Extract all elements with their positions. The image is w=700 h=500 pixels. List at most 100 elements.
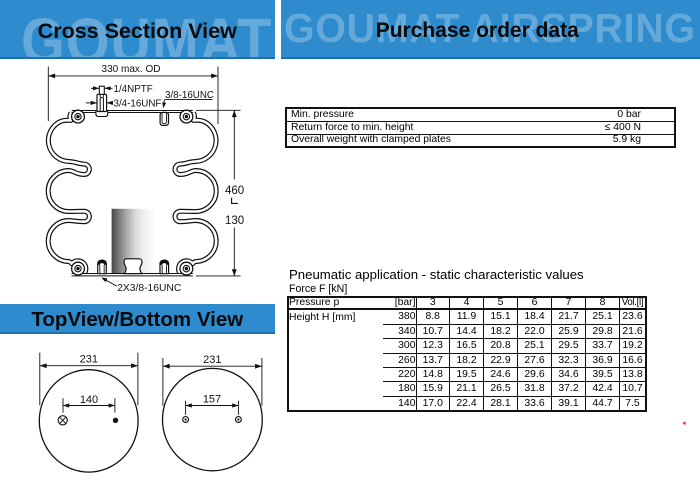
height-row-label-empty <box>288 339 383 353</box>
plate-rolled-edge-dot <box>76 266 80 271</box>
top-blind-nut-inner <box>161 111 168 125</box>
volume-value-cell: 16.6 <box>619 353 646 369</box>
top-view-pitch-label: 140 <box>80 394 98 406</box>
force-value-cell: 29.5 <box>551 338 586 354</box>
plate-rolled-edge-dot <box>184 266 189 271</box>
force-value-cell: 15.9 <box>416 381 450 397</box>
top-stud-leader-line <box>163 99 165 105</box>
plate-rolled-edge-inner <box>74 112 82 121</box>
bottom-view-od-label: 231 <box>203 354 221 366</box>
force-value-cell: 44.7 <box>585 396 620 412</box>
top-stud-thread-label: 3/8-16UNC <box>165 90 214 101</box>
pressure-col-header: 5 <box>483 296 518 311</box>
force-value-cell: 25.1 <box>517 338 552 354</box>
pressure-col-header: 8 <box>585 296 620 311</box>
force-value-cell: 21.7 <box>551 309 586 325</box>
height-value-cell: 140 <box>383 396 417 412</box>
bellows-wall-left-outline <box>45 111 92 275</box>
height-dimension-label: 460 <box>225 185 244 197</box>
pressure-col-header: 4 <box>449 296 484 311</box>
force-unit-label: Force F [kN] <box>289 283 348 295</box>
dimension-arrowhead <box>162 363 170 369</box>
height-row-label: Height H [mm] <box>289 311 356 323</box>
purchase-order-row: Return force to min. height ≤ 400 N <box>287 121 674 134</box>
force-value-cell: 18.2 <box>449 353 484 369</box>
height-value-cell: 220 <box>383 367 417 383</box>
bottom-stud <box>97 259 107 275</box>
force-value-cell: 14.4 <box>449 324 484 340</box>
volume-col-header: Vol.[l] <box>619 296 646 311</box>
force-value-cell: 18.4 <box>517 309 552 325</box>
top-view-circle <box>38 369 139 473</box>
height-value-cell: 180 <box>383 381 417 397</box>
plate-rolled-edge-dot <box>184 114 189 119</box>
height-row-label-empty <box>288 396 383 411</box>
dimension-arrowhead <box>63 403 70 408</box>
plate-rolled-edge-outer <box>70 261 86 276</box>
plate-rolled-edge-outer <box>179 261 194 276</box>
purchase-order-label: Min. pressure <box>291 108 354 120</box>
force-value-cell: 21.1 <box>449 381 484 397</box>
fitting-flange <box>95 110 109 118</box>
purchase-order-value: 5.9 kg <box>612 134 641 146</box>
red-artifact-dot <box>683 421 686 425</box>
volume-value-cell: 19.2 <box>619 338 646 354</box>
force-value-cell: 37.2 <box>551 381 586 397</box>
bottom-view-circle <box>161 367 263 472</box>
dimension-arrowhead <box>106 100 113 105</box>
purchase-order-label: Return force to min. height <box>291 121 414 133</box>
purchase-order-table: Min. pressure 0 bar Return force to min. … <box>285 106 676 149</box>
pressure-unit-label: [bar] <box>383 296 417 311</box>
force-value-cell: 19.5 <box>449 367 484 383</box>
bellows-wall-right-core <box>173 112 218 274</box>
height-row-label-empty <box>288 368 383 382</box>
force-value-cell: 32.3 <box>551 353 586 369</box>
watermark-left: GOUMAT <box>21 5 273 59</box>
bellows-wall-left-core <box>46 112 91 274</box>
force-value-cell: 8.8 <box>416 309 450 325</box>
height-value-cell: 380 <box>383 309 417 325</box>
fitting-bore-detail <box>99 94 104 99</box>
dimension-arrowhead <box>101 277 108 283</box>
dimension-arrowhead <box>185 403 192 408</box>
volume-value-cell: 21.6 <box>619 324 646 340</box>
plate-rolled-edge-inner <box>74 264 82 273</box>
purchase-order-value: ≤ 400 N <box>604 121 641 133</box>
force-value-cell: 12.3 <box>416 338 450 354</box>
dimension-arrowhead <box>231 269 237 276</box>
dimension-arrowhead <box>231 110 237 118</box>
force-value-cell: 10.7 <box>416 324 450 340</box>
volume-value-cell: 7.5 <box>625 397 640 409</box>
height-row-label-empty <box>288 382 383 396</box>
pressure-col-header: 3 <box>416 296 450 311</box>
cross-section-header-bar: GOUMAT Cross Section View <box>0 0 275 59</box>
purchase-order-row: Min. pressure 0 bar <box>287 109 674 122</box>
force-value-cell: 34.6 <box>551 367 586 383</box>
height-reference-hook <box>231 197 238 204</box>
force-value-cell: 14.8 <box>416 367 450 383</box>
dimension-arrowhead <box>39 363 47 369</box>
air-inlet-cross <box>59 416 67 424</box>
purchase-order-title: Purchase order data <box>375 18 579 42</box>
dimension-arrowhead <box>232 403 239 408</box>
force-value-cell: 42.4 <box>585 381 620 397</box>
fitting-collar <box>96 93 108 113</box>
dimension-arrowhead <box>108 403 115 408</box>
plate-rolled-edge-outer <box>179 109 194 124</box>
force-value-cell: 29.8 <box>585 324 620 340</box>
height-row-label-empty <box>288 353 383 367</box>
stud-position-dot <box>184 418 187 421</box>
purchase-order-value: 0 bar <box>617 108 641 120</box>
plate-rolled-edge-dot <box>76 114 80 119</box>
air-inlet-cross <box>59 416 67 424</box>
